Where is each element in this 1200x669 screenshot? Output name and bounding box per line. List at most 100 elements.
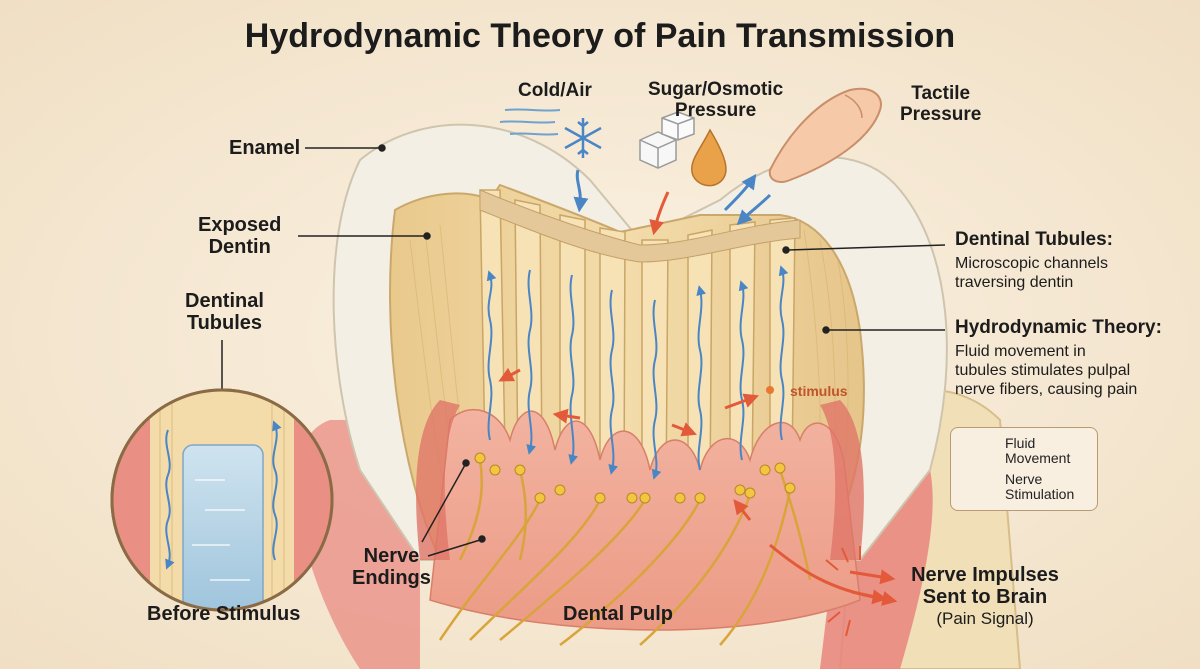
- impulse-arrow: [851, 590, 898, 606]
- impulse-arrow: [849, 569, 896, 585]
- tactile-label-line2: Pressure: [900, 103, 982, 125]
- fluid-column: [182, 444, 264, 610]
- tactile-pressure-label: Tactile Pressure: [900, 83, 982, 125]
- sugar-label-line2: Pressure: [674, 99, 757, 121]
- nerve-endings-line2: Endings: [352, 566, 431, 589]
- pain-output-line2: Sent to Brain: [922, 585, 1048, 608]
- tactile-arrow-down: [736, 193, 772, 226]
- nerve-ending: [534, 492, 546, 504]
- fluid-arrow: [272, 420, 282, 561]
- nerve-leader-1: [421, 464, 466, 543]
- fluid-arrow: [486, 270, 497, 441]
- dental-pulp-label: Dental Pulp: [563, 603, 674, 625]
- exposed-dentin-line2: Dentin: [208, 235, 271, 258]
- theory-description: Hydrodynamic Theory: Fluid movement in t…: [955, 317, 1162, 399]
- tactile-arrow-up: [723, 173, 757, 212]
- fluid-arrow: [608, 289, 619, 475]
- legend-fluid-line1: Fluid: [1005, 435, 1036, 451]
- nerve-stim-arrow: [671, 422, 697, 437]
- nerve-ending: [694, 492, 706, 504]
- pulp-wall-left: [416, 400, 460, 560]
- pain-burst-icon: [825, 546, 861, 637]
- nerve-ending: [639, 492, 651, 504]
- impulse-arrows: [769, 543, 898, 606]
- theory-desc-line1: Fluid movement in: [955, 342, 1086, 360]
- fluid-arrow: [165, 429, 175, 570]
- page-title: Hydrodynamic Theory of Pain Transmission: [244, 17, 956, 55]
- fluid-arrow: [568, 274, 579, 465]
- nerve-ending: [774, 462, 786, 474]
- fluid-arrow: [778, 265, 789, 441]
- nerve-ending: [489, 464, 501, 476]
- enamel-label: Enamel: [229, 137, 301, 159]
- nerve-ending: [784, 482, 796, 494]
- legend-box: Fluid Movement Nerve Stimulation: [950, 427, 1098, 511]
- nerve-ending: [594, 492, 606, 504]
- fluid-arrow: [526, 269, 537, 455]
- tubules-desc-title: Dentinal Tubules:: [955, 229, 1113, 250]
- exposed-dentin-surface: [479, 189, 801, 263]
- cold-air-label: Cold/Air: [518, 80, 592, 101]
- before-stimulus-label: Before Stimulus: [147, 603, 301, 625]
- stimulus-dot: [766, 386, 774, 394]
- legend-nerve-text: Nerve Stimulation: [1005, 471, 1075, 503]
- fluid-arrow: [651, 299, 662, 480]
- nerve-ending: [474, 452, 486, 464]
- finger-icon: [768, 87, 882, 183]
- theory-desc-line2: tubules stimulates pulpal: [955, 361, 1131, 379]
- legend-fluid-row: Fluid Movement: [999, 435, 1071, 467]
- snowflake-icon: [564, 118, 602, 158]
- pain-output-line3: (Pain Signal): [936, 609, 1034, 629]
- fingernail: [844, 94, 863, 119]
- stimulus-arrows-blue: [573, 169, 772, 226]
- nerve-ending: [744, 487, 756, 499]
- exposed-dentin-label: Exposed Dentin: [198, 214, 282, 258]
- legend-nerve-line1: Nerve: [1005, 471, 1043, 487]
- dentinal-tubules-line1: Dentinal: [185, 290, 264, 312]
- stimulus-label: stimulus: [790, 383, 848, 399]
- cold-arrow: [573, 169, 589, 213]
- nerve-stim-arrow: [498, 367, 521, 382]
- dentinal-tubules-line2: Tubules: [186, 311, 263, 334]
- nerve-ending: [674, 492, 686, 504]
- legend-fluid-text: Fluid Movement: [1005, 435, 1071, 467]
- tubule-desc-leader: [787, 244, 946, 251]
- fluid-arrow: [738, 280, 749, 461]
- nerve-endings: [474, 452, 796, 504]
- nerve-ending: [734, 484, 746, 496]
- stimulus-arrows-red: [498, 191, 760, 521]
- dentinal-tubules-label: Dentinal Tubules: [185, 290, 264, 334]
- tubules-description: Dentinal Tubules: Microscopic channels t…: [955, 229, 1113, 292]
- nerve-endings-label: Nerve Endings: [352, 545, 431, 589]
- legend-fluid-line2: Movement: [1005, 450, 1071, 467]
- leader-lines: [218, 144, 946, 557]
- fluid-movement-arrows: [486, 265, 789, 480]
- nerve-ending: [626, 492, 638, 504]
- nerve-leader-2: [427, 539, 481, 557]
- nerve-stim-arrow: [724, 393, 760, 410]
- nerve-ending: [554, 484, 566, 496]
- theory-desc-line3: nerve fibers, causing pain: [955, 380, 1138, 398]
- nerve-ending: [759, 464, 771, 476]
- exposed-dentin-line1: Exposed: [198, 214, 282, 236]
- fluid-arrow: [696, 285, 707, 471]
- sugar-label-line1: Sugar/Osmotic: [648, 79, 784, 100]
- sugar-osmotic-label: Sugar/Osmotic Pressure: [648, 79, 784, 121]
- nerve-branches: [438, 459, 812, 646]
- tactile-label-line1: Tactile: [911, 83, 971, 104]
- pulp-wall-right: [820, 400, 864, 560]
- pain-output-line1: Nerve Impulses: [911, 564, 1059, 586]
- pain-output-label: Nerve Impulses Sent to Brain (Pain Signa…: [895, 564, 1075, 630]
- nerve-ending: [514, 464, 526, 476]
- theory-desc-title: Hydrodynamic Theory:: [955, 317, 1162, 338]
- tubules-desc-line2: traversing dentin: [955, 273, 1074, 291]
- sugar-cube-icon: [639, 111, 695, 169]
- wind-icon: [499, 108, 561, 136]
- nerve-stim-arrow: [552, 408, 581, 424]
- nerve-stim-arrow: [733, 499, 752, 521]
- syrup-drop-icon: [691, 128, 727, 187]
- magnified-view: [110, 388, 334, 612]
- legend-nerve-line2: Stimulation: [1005, 486, 1075, 503]
- sugar-arrow: [649, 191, 670, 236]
